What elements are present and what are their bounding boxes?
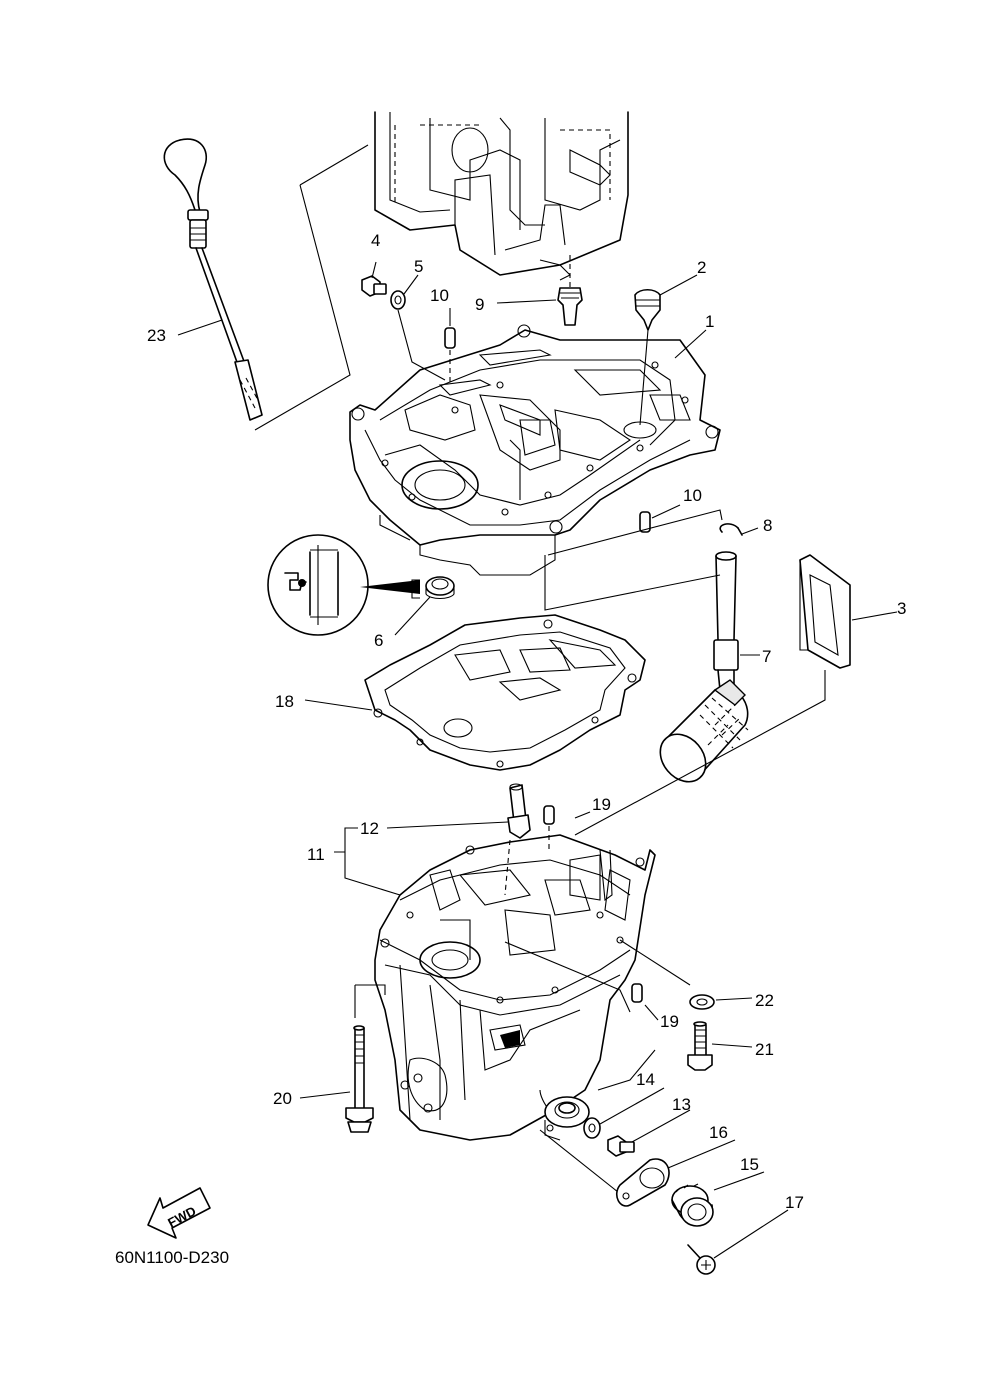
oil-pickup-tube bbox=[544, 509, 739, 691]
callout-3: 3 bbox=[897, 599, 906, 618]
gasket bbox=[364, 614, 646, 771]
callout-15: 15 bbox=[740, 1155, 759, 1174]
callout-9: 9 bbox=[475, 295, 484, 314]
callout-7: 7 bbox=[762, 647, 771, 666]
engine-block-outline bbox=[374, 111, 629, 281]
callout-17: 17 bbox=[785, 1193, 804, 1212]
oil-strainer bbox=[659, 679, 749, 783]
oil-pan-upper-plate bbox=[349, 324, 721, 576]
oil-seal-detail bbox=[267, 534, 455, 636]
washer-part-5 bbox=[390, 290, 446, 381]
callout-10-upper: 10 bbox=[430, 286, 449, 305]
screw-part-13 bbox=[607, 1135, 635, 1157]
callout-12: 12 bbox=[360, 819, 379, 838]
dowel-part-19-upper bbox=[543, 805, 555, 850]
callout-16: 16 bbox=[709, 1123, 728, 1142]
dowel-part-19-lower bbox=[631, 983, 643, 1003]
callout-5: 5 bbox=[414, 257, 423, 276]
clip-part-8 bbox=[719, 523, 743, 536]
oil-pan-lower bbox=[374, 834, 691, 1141]
dowel-part-10-upper bbox=[444, 327, 456, 385]
callout-22: 22 bbox=[755, 991, 774, 1010]
dowel-part-10-lower bbox=[639, 511, 651, 533]
drain-plug-seat bbox=[539, 1096, 629, 1201]
gasket-part-14 bbox=[583, 1117, 601, 1139]
fitting-part-12 bbox=[507, 783, 531, 839]
callout-8: 8 bbox=[763, 516, 772, 535]
callout-11: 11 bbox=[307, 845, 325, 864]
callout-19-lower: 19 bbox=[660, 1012, 679, 1031]
bolt-part-21 bbox=[687, 1021, 713, 1071]
callout-labels: 1 2 3 4 5 6 7 8 9 10 10 11 12 13 14 15 1… bbox=[147, 231, 906, 1212]
callout-6: 6 bbox=[374, 631, 383, 650]
callout-4: 4 bbox=[371, 231, 380, 250]
dipstick bbox=[163, 138, 369, 431]
callout-10-lower: 10 bbox=[683, 486, 702, 505]
callout-20: 20 bbox=[273, 1089, 292, 1108]
screw-part-17 bbox=[687, 1244, 716, 1275]
valve-part-2 bbox=[634, 288, 661, 426]
plug-part-9 bbox=[557, 255, 583, 326]
callout-13: 13 bbox=[672, 1095, 691, 1114]
callout-23: 23 bbox=[147, 326, 166, 345]
callout-18: 18 bbox=[275, 692, 294, 711]
plate-part-16 bbox=[615, 1158, 670, 1207]
bolt-part-20 bbox=[345, 984, 386, 1133]
bolt-part-4 bbox=[361, 275, 387, 297]
drawing-code: 60N1100-D230 bbox=[115, 1248, 229, 1267]
drain-plug-part-15 bbox=[671, 1183, 714, 1227]
cover-plate bbox=[574, 554, 851, 836]
callout-14: 14 bbox=[636, 1070, 655, 1089]
callout-21: 21 bbox=[755, 1040, 774, 1059]
washer-part-22 bbox=[689, 994, 715, 1010]
forward-direction-arrow: FWD bbox=[147, 1187, 211, 1239]
callout-19-upper: 19 bbox=[592, 795, 611, 814]
leader-lines bbox=[177, 261, 898, 1259]
callout-2: 2 bbox=[697, 258, 706, 277]
callout-1: 1 bbox=[705, 312, 714, 331]
